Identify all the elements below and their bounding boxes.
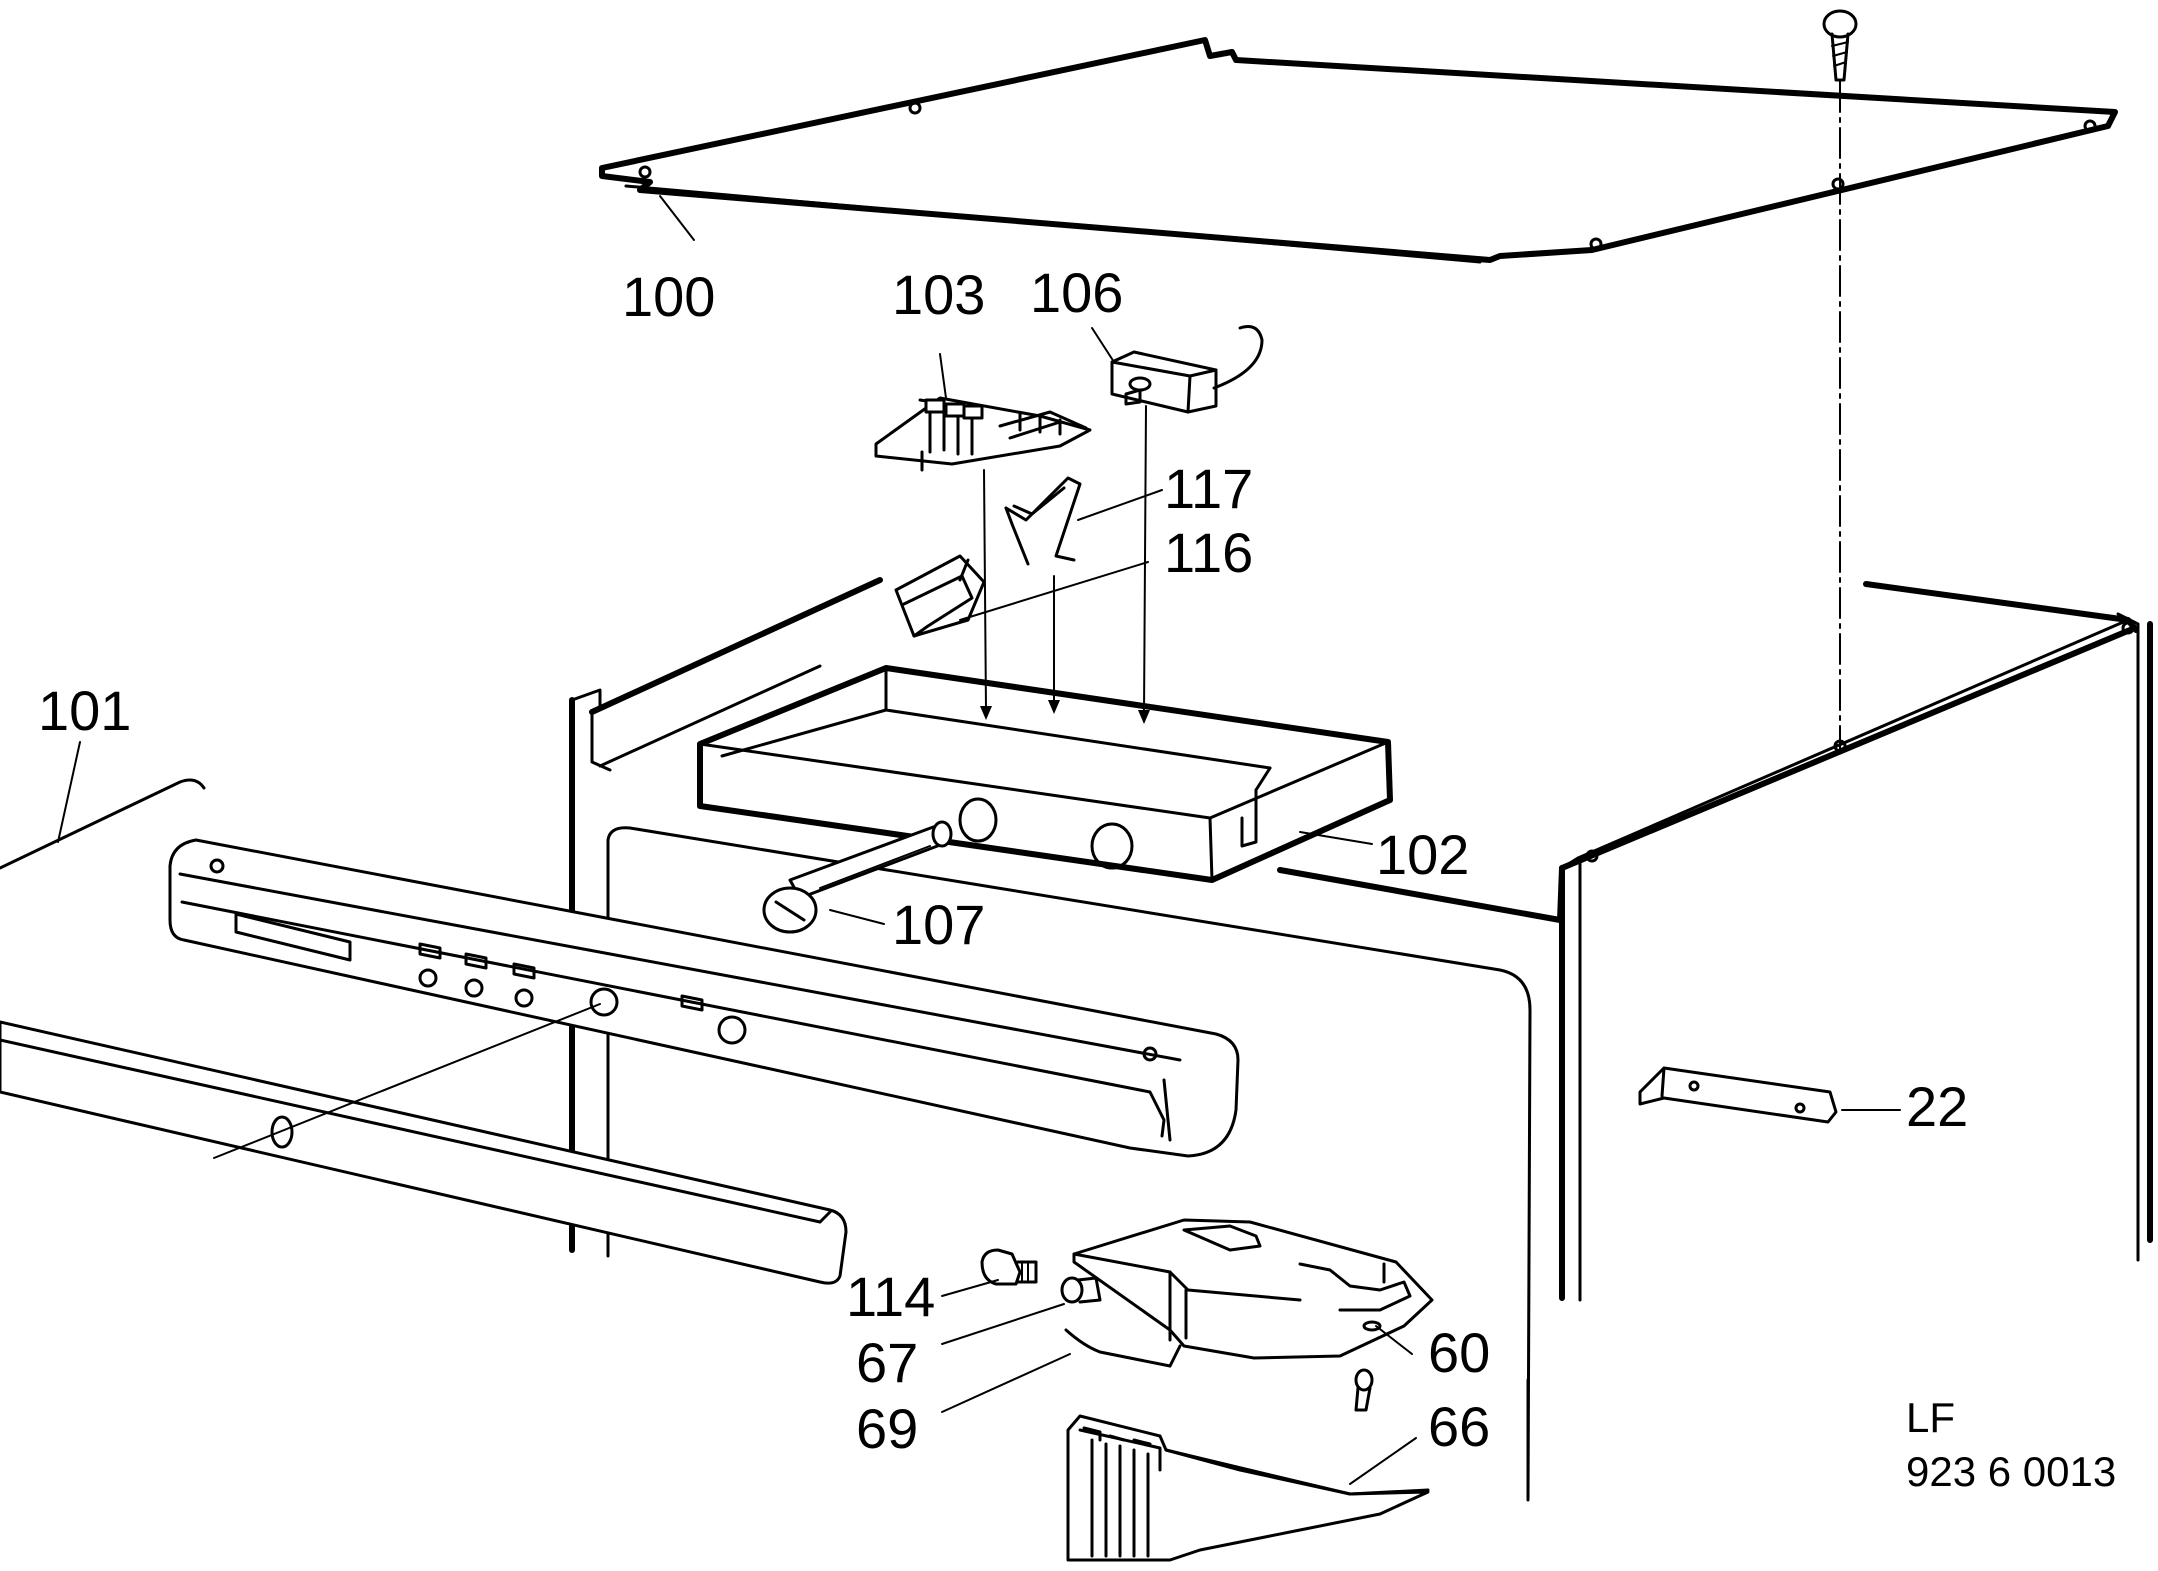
control-panel-fascia (168, 838, 1240, 1158)
callout-103: 103 (892, 263, 985, 326)
top-cover-plate (599, 37, 2118, 264)
drawing-ref-line2: 923 6 0013 (1906, 1448, 2116, 1495)
callout-66: 66 (1428, 1395, 1490, 1458)
callout-116: 116 (1164, 521, 1253, 584)
knob-guide-line (213, 1003, 601, 1159)
callout-101: 101 (38, 679, 131, 742)
spring-clip (1004, 476, 1082, 566)
pin-shaft (762, 820, 953, 934)
terminal-block (874, 396, 1092, 472)
front-trim-strip (0, 1020, 848, 1285)
callout-102: 102 (1376, 823, 1469, 886)
callout-22: 22 (1906, 1075, 1968, 1138)
lamp-lens (1064, 1328, 1182, 1368)
callout-107: 107 (892, 893, 985, 956)
bulb-icon (980, 1248, 1038, 1286)
front-panel-strip (0, 778, 206, 870)
socket-icon (1060, 1276, 1102, 1304)
callout-labels: 100 103 106 117 116 101 102 107 22 114 6… (38, 261, 1968, 1460)
drawing-ref-line1: LF (1906, 1394, 1955, 1441)
lamp-housing (1072, 1218, 1434, 1360)
drawing-reference: LF 923 6 0013 (1906, 1394, 2116, 1495)
callout-106: 106 (1030, 261, 1123, 324)
callout-60: 60 (1428, 1321, 1490, 1384)
callout-114: 114 (846, 1265, 935, 1328)
small-screw-icon (1354, 1368, 1374, 1412)
switch-component (1110, 325, 1264, 414)
callout-100: 100 (622, 265, 715, 328)
callout-67: 67 (856, 1331, 918, 1394)
latch-part (894, 554, 986, 638)
assembly-arrows (980, 405, 1150, 724)
cabinet-body (569, 577, 2153, 1502)
callout-69: 69 (856, 1397, 918, 1460)
callout-117: 117 (1164, 457, 1253, 520)
control-box (697, 665, 1393, 883)
screw-icon (1822, 9, 1858, 82)
grille-cover (1066, 1414, 1430, 1562)
panel-bracket (1638, 1066, 1838, 1124)
